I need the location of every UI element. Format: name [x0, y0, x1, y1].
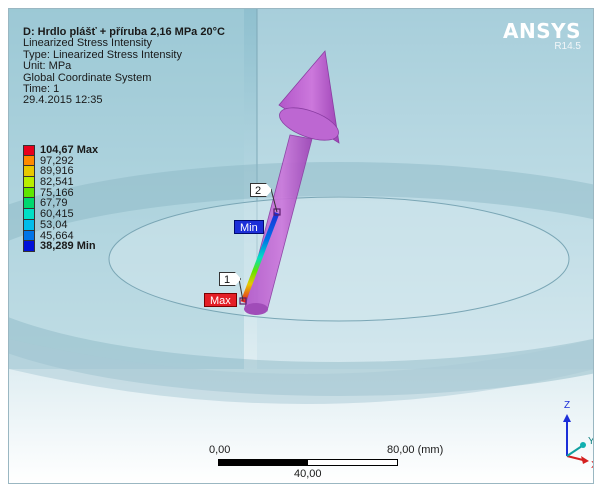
scale-start-label: 0,00: [209, 444, 231, 456]
x-axis-line: [566, 455, 584, 461]
legend-swatch: [23, 166, 35, 178]
x-axis-arrow-icon: [581, 456, 589, 464]
legend-swatch: [23, 198, 35, 210]
legend-swatch: [23, 241, 35, 252]
triad-x-label: X: [591, 460, 594, 471]
direction-arrow-base: [244, 303, 268, 315]
probe-label-2[interactable]: 2: [250, 183, 273, 197]
model-scene[interactable]: [9, 9, 594, 484]
legend-label: 53,04: [40, 218, 68, 231]
legend-swatch: [23, 209, 35, 220]
logo-word: ANSYS: [502, 19, 581, 43]
max-tag[interactable]: Max: [204, 293, 237, 307]
path-end-point-2: [273, 208, 281, 216]
flange-ring-edge: [108, 196, 570, 322]
scale-bar-fill: [219, 460, 308, 465]
info-line: Global Coordinate System: [23, 71, 152, 84]
axis-triad[interactable]: Z Y X: [549, 394, 594, 474]
legend-label: 82,541: [40, 176, 74, 189]
legend-label: 45,664: [40, 229, 74, 242]
analysis-title: D: Hrdlo plášť + příruba 2,16 MPa 20°C: [23, 26, 225, 38]
z-axis-arrow-icon: [563, 414, 571, 422]
info-line: Unit: MPa: [23, 60, 72, 73]
info-line: Time: 1: [23, 83, 60, 96]
ansys-logo: ANSYS R14.5: [503, 21, 581, 53]
probe-2-leader: [270, 188, 278, 213]
ground-band: [9, 339, 593, 404]
legend-swatch: [23, 145, 35, 156]
probe-1-leader: [238, 278, 244, 302]
y-axis-line: [566, 445, 583, 457]
scale-bar-graphic: [218, 459, 398, 466]
info-line: Linearized Stress Intensity: [23, 37, 153, 50]
triad-y-label: Y: [588, 436, 594, 447]
direction-arrow-head-base: [279, 107, 339, 141]
stress-path-line: [240, 212, 280, 303]
legend-label: 104,67 Max: [40, 144, 99, 156]
legend-label: 67,79: [40, 197, 68, 210]
scale-mid-label: 40,00: [294, 468, 322, 480]
scale-end-label: 80,00 (mm): [387, 444, 444, 456]
legend-swatch: [23, 219, 35, 231]
min-tag[interactable]: Min: [234, 220, 264, 234]
legend-swatch: [23, 155, 35, 167]
legend-swatch: [23, 177, 35, 188]
legend-swatch: [23, 230, 35, 242]
probe-label-1[interactable]: 1: [219, 272, 242, 286]
flange-ring-inner: [109, 197, 569, 321]
triad-z-label: Z: [564, 400, 570, 411]
graphics-viewport[interactable]: D: Hrdlo plášť + příruba 2,16 MPa 20°C L…: [8, 8, 594, 484]
legend-swatch: [23, 187, 35, 199]
legend-label: 89,916: [40, 165, 74, 178]
legend-label: 60,415: [40, 208, 74, 221]
info-line: 29.4.2015 12:35: [23, 94, 103, 107]
legend-label: 38,289 Min: [40, 240, 96, 253]
logo-version: R14.5: [554, 41, 581, 52]
path-end-point-1: [239, 297, 247, 305]
y-axis-dot-icon: [580, 442, 586, 448]
legend-label: 97,292: [40, 154, 74, 167]
legend-label: 75,166: [40, 186, 74, 199]
result-info-panel: D: Hrdlo plášť + příruba 2,16 MPa 20°C L…: [23, 26, 225, 107]
info-line: Type: Linearized Stress Intensity: [23, 48, 182, 61]
